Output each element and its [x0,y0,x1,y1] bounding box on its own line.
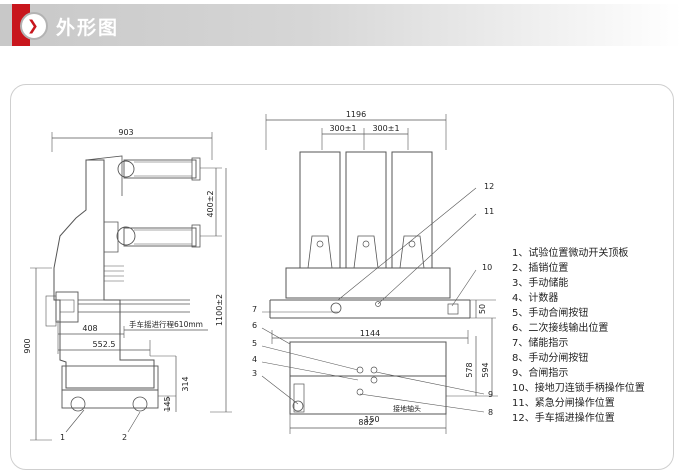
callout-10: 10 [482,263,492,272]
dim-900: 900 [23,338,32,353]
legend-item: 10、接地刀连锁手柄操作位置 [512,383,645,394]
dim-408: 408 [82,324,97,333]
dim-400: 400±2 [206,190,215,217]
callout-6: 6 [252,321,257,330]
side-view-labels: 903 900 400±2 1100±2 408 552.5 手车摇进行程610… [23,128,224,442]
legend-item: 3、手动储能 [512,278,569,289]
dim-1196: 1196 [346,110,366,119]
title-banner: ❯ 外形图 [0,4,682,46]
legend-item: 8、手动分闸按钮 [512,353,589,364]
legend-item: 2、插销位置 [512,263,569,274]
dim-882: 882 [358,418,373,427]
ground-shaft-label: 接地轴头 [393,404,421,413]
legend-item: 12、手车摇进操作位置 [512,413,615,424]
dim-145: 145 [163,396,172,411]
callout-11: 11 [484,207,494,216]
dim-552: 552.5 [93,340,116,349]
dim-903: 903 [118,128,133,137]
side-view [30,132,232,441]
callout-12: 12 [484,182,494,191]
legend-list: 1、试验位置微动开关顶板 2、插销位置 3、手动储能 4、计数器 5、手动合闸按… [512,246,645,426]
drawing-panel [10,84,674,470]
legend-item: 7、储能指示 [512,338,569,349]
legend-item: 5、手动合闸按钮 [512,308,589,319]
dim-314: 314 [181,376,190,391]
legend-item: 4、计数器 [512,293,559,304]
dim-300-1: 300±1 [329,124,356,133]
legend-item: 11、紧急分闸操作位置 [512,398,615,409]
legend-item: 1、试验位置微动开关顶板 [512,248,629,259]
callout-3: 3 [252,369,257,378]
callout-4: 4 [252,355,257,364]
dim-travel: 手车摇进行程610mm [129,319,203,329]
callout-8: 8 [488,408,493,417]
dim-1144: 1144 [360,329,380,338]
legend-item: 9、合闸指示 [512,368,569,379]
front-view [261,114,498,434]
callout-7: 7 [252,305,257,314]
legend-item: 6、二次接线输出位置 [512,323,609,334]
dim-594: 594 [481,362,490,377]
dim-150: 150 [364,415,379,424]
dim-578: 578 [465,362,474,377]
page-title: 外形图 [56,17,120,39]
callout-9: 9 [488,390,493,399]
dim-1100: 1100±2 [215,294,224,326]
front-view-labels: 1196 300±1 300±1 1144 50 578 594 150 接地轴… [252,110,494,427]
dim-300-2: 300±1 [372,124,399,133]
callout-2: 2 [122,433,127,442]
dim-50: 50 [478,304,487,314]
banner-circle-icon [20,12,48,40]
callout-5: 5 [252,339,257,348]
callout-1: 1 [60,433,65,442]
chevron-right-icon: ❯ [27,18,39,34]
